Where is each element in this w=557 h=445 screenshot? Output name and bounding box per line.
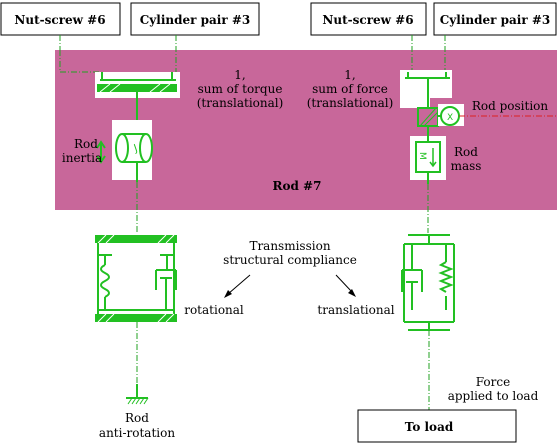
force-line2: applied to load — [448, 389, 539, 403]
cylinder-right-box[interactable]: Cylinder pair #3 — [433, 2, 557, 36]
nut-screw-left-box[interactable]: Nut-screw #6 — [0, 2, 121, 36]
torque-sum-coupling-icon — [97, 72, 177, 120]
left-sum-line3: (translational) — [197, 96, 284, 110]
cylinder-left-label: Cylinder pair #3 — [140, 13, 251, 27]
compliance-title-line1: Transmission — [249, 239, 330, 253]
rod-panel-title: Rod #7 — [273, 179, 322, 193]
cylinder-left-box[interactable]: Cylinder pair #3 — [130, 2, 260, 36]
arrow-to-rotational-icon — [224, 274, 251, 298]
right-sum-line3: (translational) — [307, 96, 394, 110]
force-sum-bg — [400, 70, 452, 108]
translational-compliance-icon — [401, 234, 455, 331]
rod-inertia-line2: inertia — [62, 151, 102, 165]
rod-position-label: Rod position — [472, 99, 549, 113]
nut-screw-right-label: Nut-screw #6 — [322, 13, 413, 27]
ground-anchor-icon — [126, 384, 149, 405]
sensor-symbol: X — [447, 113, 453, 123]
translational-label: translational — [317, 303, 394, 317]
inertia-bg — [112, 120, 152, 180]
nut-screw-left-label: Nut-screw #6 — [14, 13, 105, 27]
nut-screw-left-connector — [59, 35, 100, 73]
rod-inertia-icon: J — [115, 133, 153, 182]
anti-rotation-line2: anti-rotation — [99, 426, 175, 440]
rotational-label: rotational — [184, 303, 244, 317]
nut-screw-right-box[interactable]: Nut-screw #6 — [310, 2, 427, 36]
arrow-to-translational-icon — [335, 274, 356, 297]
cylinder-right-label: Cylinder pair #3 — [440, 13, 551, 27]
to-load-label: To load — [405, 420, 454, 434]
rod-mass-icon: M — [415, 126, 441, 184]
inertia-symbol: J — [130, 143, 140, 155]
rod-inertia-line1: Rod — [74, 137, 98, 151]
right-sum-line2: sum of force — [312, 82, 388, 96]
force-line1: Force — [476, 375, 510, 389]
inertia-direction-arrow-icon — [96, 140, 106, 164]
to-load-box[interactable]: To load — [357, 409, 517, 443]
compliance-title-line2: structural compliance — [223, 253, 357, 267]
right-sum-line1: 1, — [344, 68, 355, 82]
rotational-compliance-icon — [95, 234, 177, 323]
anti-rotation-line1: Rod — [125, 411, 149, 425]
mass-symbol: M — [417, 152, 427, 160]
rod-mass-line2: mass — [451, 159, 482, 173]
left-sum-line2: sum of torque — [198, 82, 283, 96]
rod-mass-line1: Rod — [454, 145, 478, 159]
left-sum-line1: 1, — [234, 68, 245, 82]
